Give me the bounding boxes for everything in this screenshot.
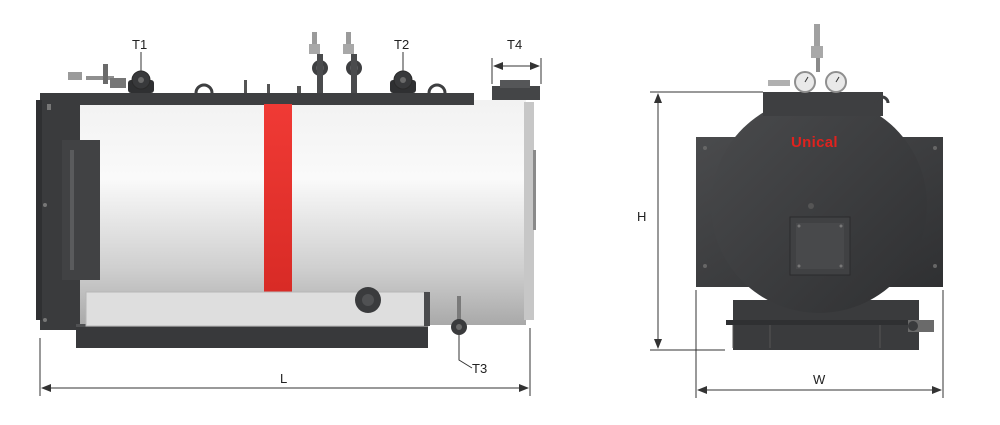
base-skid [76, 324, 428, 348]
lifting-lug [194, 83, 214, 94]
label-t4: T4 [507, 37, 523, 52]
safety-valve [343, 32, 362, 93]
label-length: L [280, 371, 288, 386]
front-door [62, 140, 100, 280]
outlet-box [492, 86, 540, 100]
front-body [711, 97, 927, 313]
top-platform [76, 93, 474, 105]
safety-valve [309, 32, 328, 93]
front-top-box [763, 92, 883, 116]
boiler-shell [76, 100, 526, 325]
red-stripe [264, 104, 292, 325]
front-view [696, 24, 943, 350]
label-t3: T3 [472, 361, 488, 376]
lifting-lug [427, 83, 447, 94]
top-fittings [68, 64, 126, 88]
label-t2: T2 [394, 37, 410, 52]
side-dimensions [39, 52, 542, 396]
t3-leader-line [458, 335, 473, 369]
label-height: H [637, 209, 647, 224]
brand-logo-text: Unical [791, 134, 838, 151]
t1-valve-wheel [128, 70, 154, 93]
front-dimensions [650, 91, 944, 398]
side-view [36, 32, 540, 348]
label-t1: T1 [132, 37, 148, 52]
label-width: W [813, 372, 826, 387]
t2-valve-wheel [390, 70, 416, 93]
front-safety-valve [814, 24, 820, 50]
